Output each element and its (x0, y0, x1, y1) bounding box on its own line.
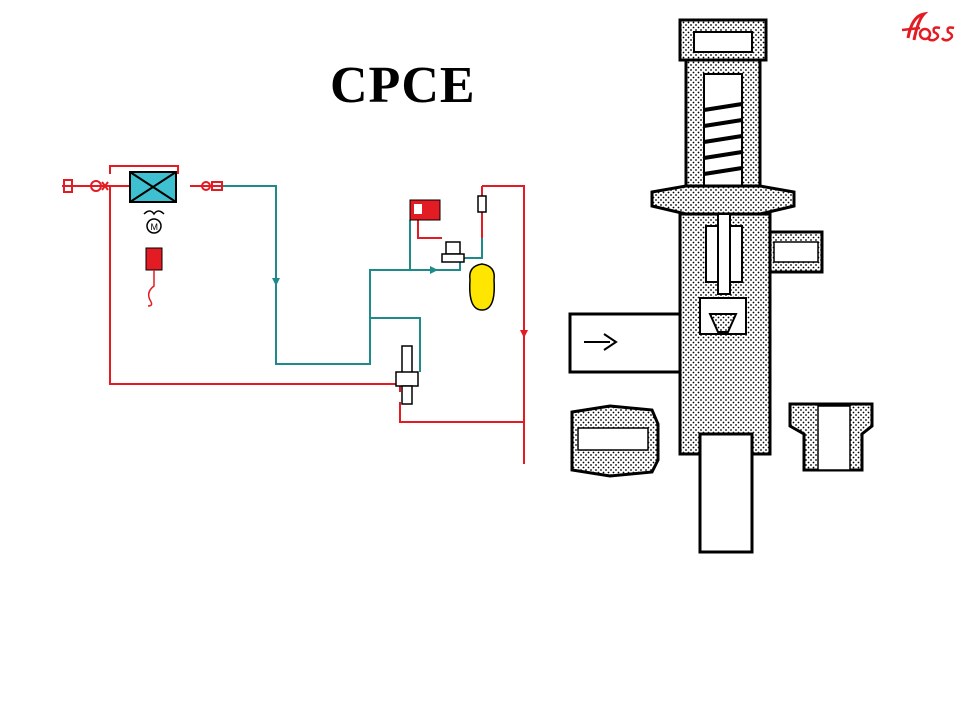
spring-icon (703, 102, 743, 176)
flow-arrow-icon (272, 278, 280, 286)
solenoid-valve-icon (441, 241, 465, 263)
sight-glass-icon (477, 195, 487, 213)
pressure-switch-icon (145, 247, 163, 307)
flow-arrow-icon (584, 333, 618, 351)
brand-logo (901, 11, 955, 42)
fan-motor-icon: M (143, 210, 165, 234)
suction-lines (222, 185, 483, 372)
svg-text:M: M (151, 222, 159, 232)
receiver-icon (469, 263, 495, 311)
pressure-switch-icon (409, 199, 441, 221)
slide-title: CPCE (330, 57, 476, 114)
flare-fitting-left (570, 404, 660, 478)
outlet-pipe (698, 432, 754, 554)
valve-cross-section (568, 18, 874, 554)
flow-arrow-icon (520, 330, 528, 338)
hot-gas-lines (62, 165, 525, 464)
condenser-icon (129, 171, 177, 203)
line-components (63, 179, 223, 193)
regulator-valve-icon (395, 345, 419, 405)
refrigeration-schematic: M (62, 165, 528, 464)
flow-arrow-icon (430, 266, 438, 274)
diaphragm-flange (650, 184, 796, 216)
solder-fitting-right (788, 402, 874, 472)
